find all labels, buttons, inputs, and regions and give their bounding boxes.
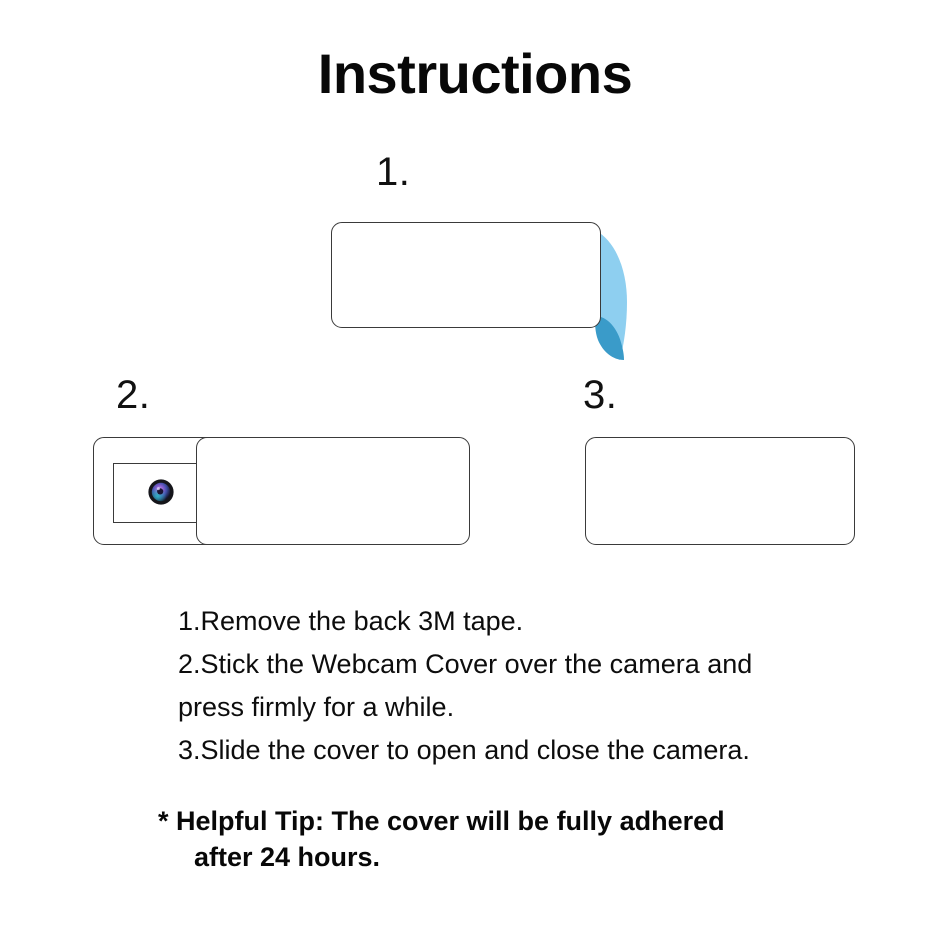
figure-cover-with-tape-peel	[331, 222, 631, 362]
instruction-line-4: 3.Slide the cover to open and close the …	[178, 735, 750, 765]
tape-peel-icon	[593, 224, 631, 362]
page-title: Instructions	[317, 42, 633, 105]
step-number-3: 3.	[583, 373, 618, 417]
helpful-tip-line-1: * Helpful Tip: The cover will be fully a…	[158, 806, 725, 836]
helpful-tip-line-2: after 24 hours.	[194, 842, 381, 872]
camera-lens-icon	[148, 479, 174, 505]
step-number-1: 1.	[376, 150, 411, 194]
instruction-line-1: 1.Remove the back 3M tape.	[178, 606, 524, 636]
figure-cover-closed	[585, 437, 855, 545]
instruction-line-2: 2.Stick the Webcam Cover over the camera…	[178, 649, 753, 679]
instruction-line-3: press firmly for a while.	[178, 692, 455, 722]
figure-cover-open-showing-camera	[93, 437, 470, 547]
instruction-list: 1.Remove the back 3M tape. 2.Stick the W…	[178, 600, 838, 772]
helpful-tip: * Helpful Tip: The cover will be fully a…	[158, 803, 858, 875]
cover-body-step3	[585, 437, 855, 545]
step-number-2: 2.	[116, 373, 151, 417]
cover-slider-step2	[196, 437, 470, 545]
cover-body-step1	[331, 222, 601, 328]
